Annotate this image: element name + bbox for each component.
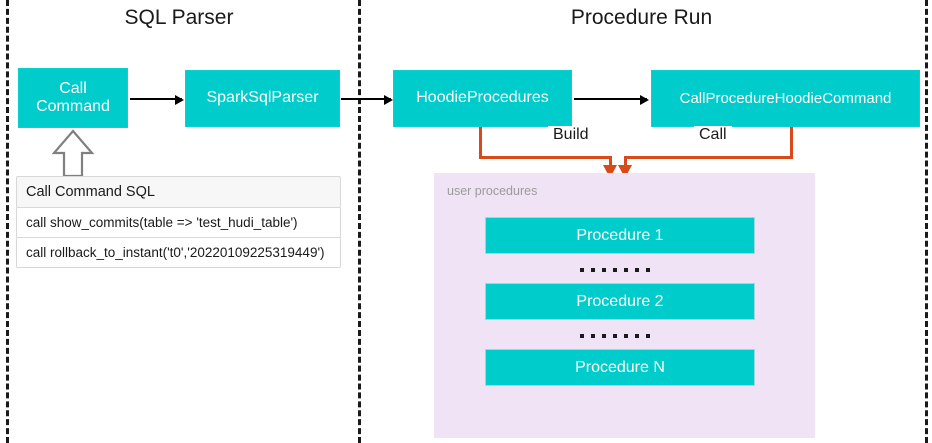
user-procedures-panel-label: user procedures (447, 184, 538, 198)
procedure-box-n-label: Procedure N (575, 358, 665, 376)
node-call-command[interactable]: Call Command (18, 68, 128, 128)
node-call-procedure-hoodie-command[interactable]: CallProcedureHoodieCommand (651, 70, 920, 127)
node-hoodie-procedures[interactable]: HoodieProcedures (393, 70, 572, 127)
orange-line-call-horizontal (624, 156, 793, 159)
arrow-spark-sql-parser-to-hoodie-procedures (341, 95, 393, 105)
divider-right-dashed (925, 0, 928, 443)
arrow-hoodie-procedures-to-call-procedure-hoodie-command (574, 95, 649, 105)
procedure-box-2-label: Procedure 2 (576, 292, 664, 310)
sql-table-row-1[interactable]: call show_commits(table => 'test_hudi_ta… (16, 207, 341, 238)
node-call-procedure-hoodie-command-label: CallProcedureHoodieCommand (679, 89, 892, 107)
sql-table-header: Call Command SQL (16, 176, 341, 208)
procedure-box-1-label: Procedure 1 (576, 226, 664, 244)
node-call-command-label-line1: Call (59, 79, 87, 97)
orange-line-call-vertical-left (624, 156, 627, 168)
procedure-box-n[interactable]: Procedure N (485, 349, 755, 386)
node-spark-sql-parser-label: SparkSqlParser (206, 89, 319, 107)
orange-line-build-horizontal (479, 156, 612, 159)
user-procedures-panel: user procedures Procedure 1 Procedure 2 … (434, 173, 815, 438)
section-title-procedure-run: Procedure Run (570, 6, 713, 29)
connector-label-call: Call (694, 126, 732, 144)
node-call-command-label-line2: Command (36, 98, 110, 115)
arrow-call-command-to-spark-sql-parser (130, 95, 184, 105)
orange-line-build-vertical-left (479, 127, 482, 159)
block-arrow-up-icon (51, 129, 95, 182)
sql-table-row-2[interactable]: call rollback_to_instant('t0','202201092… (16, 237, 341, 268)
procedure-box-1[interactable]: Procedure 1 (485, 217, 755, 254)
connector-label-build: Build (548, 126, 594, 144)
procedure-box-2[interactable]: Procedure 2 (485, 283, 755, 320)
divider-left-dashed (6, 0, 9, 443)
section-title-sql-parser: SQL Parser (124, 6, 234, 29)
node-spark-sql-parser[interactable]: SparkSqlParser (185, 70, 340, 127)
orange-line-build-vertical-right (609, 156, 612, 168)
node-hoodie-procedures-label: HoodieProcedures (416, 89, 549, 107)
ellipsis-dots-2 (580, 334, 650, 338)
divider-middle-dashed (358, 0, 361, 443)
ellipsis-dots-1 (580, 268, 650, 272)
call-command-sql-table: Call Command SQL call show_commits(table… (16, 176, 341, 268)
orange-line-call-vertical-right (790, 127, 793, 159)
